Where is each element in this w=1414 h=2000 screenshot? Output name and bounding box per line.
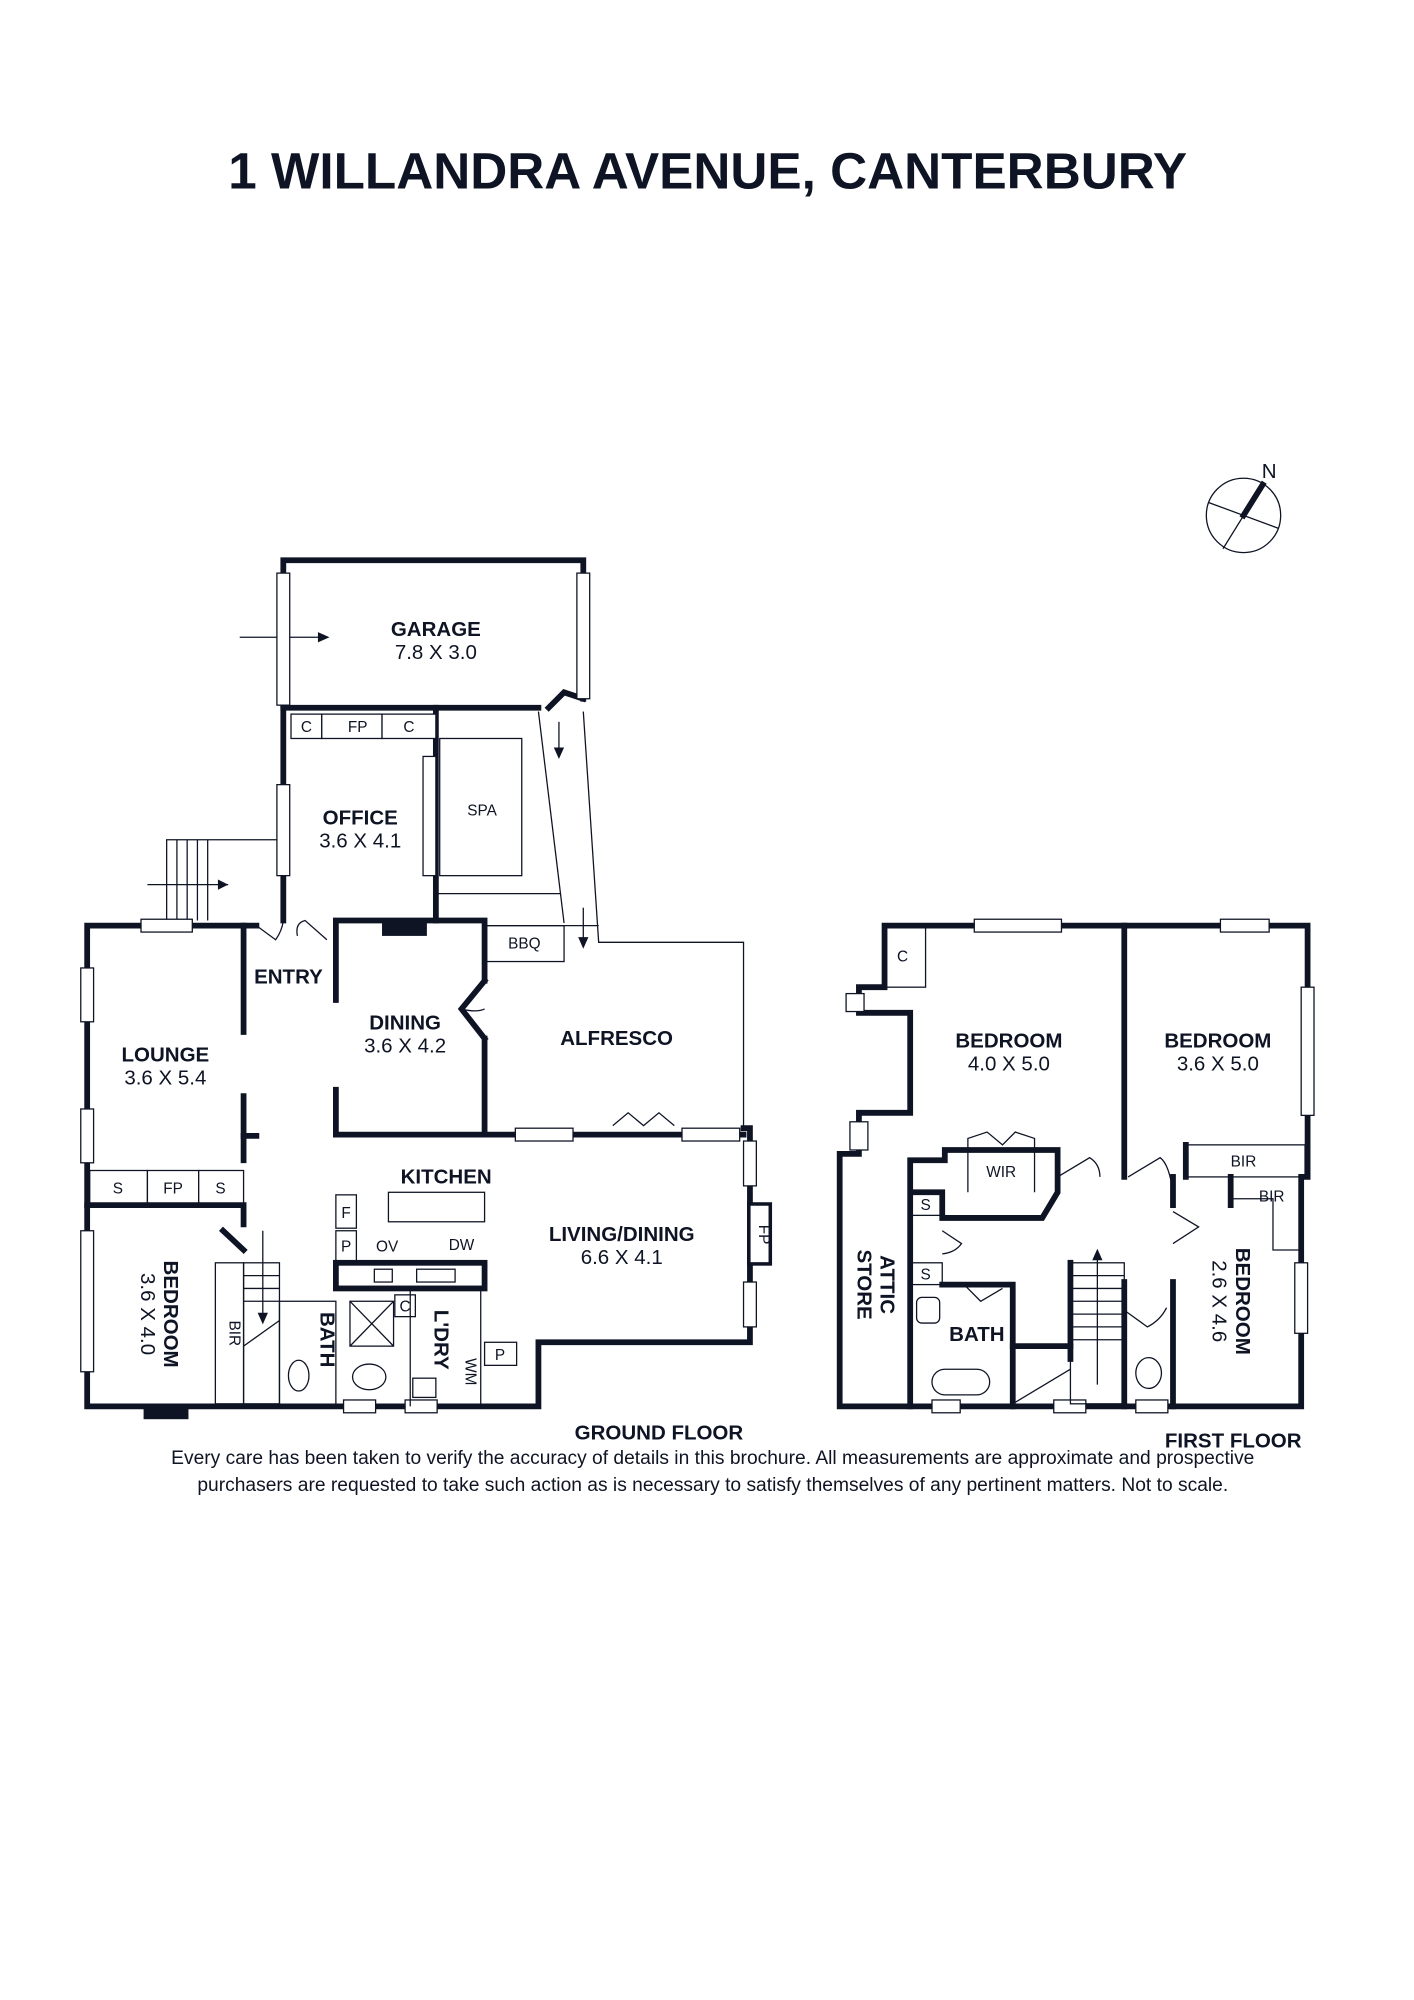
first-floor-fixtures-s-text: S <box>920 1266 930 1283</box>
room-kitchen: KITCHEN <box>401 1165 492 1188</box>
room-lounge: LOUNGE <box>122 1044 210 1067</box>
ground-floor-rooms-bbq-name-text: BBQ <box>508 936 541 953</box>
ground-floor-fixtures-ov-text: OV <box>376 1238 399 1255</box>
north-compass-icon: N <box>1205 460 1282 554</box>
ground-floor-fixtures-p-text: P <box>341 1238 351 1255</box>
ground-floor-rooms-spa-name-text: SPA <box>467 802 497 819</box>
ground-floor-fixtures-c-text: C <box>400 1299 411 1316</box>
kitchen-island <box>387 1191 486 1223</box>
first-floor-fixtures-bir-text: BIR <box>1231 1154 1257 1171</box>
room-bedroom-ground: BEDROOM <box>159 1261 182 1368</box>
ground-floor-rooms-dining-dims-text: 3.6 X 4.2 <box>364 1035 446 1058</box>
ground-floor-rooms-lounge-dims-text: 3.6 X 5.4 <box>124 1067 206 1090</box>
disclaimer-line-1: Every care has been taken to verify the … <box>171 1448 1254 1469</box>
room-bedroom-first-3: BEDROOM <box>1231 1248 1254 1355</box>
room-dining: DINING <box>369 1011 441 1034</box>
spa-outline <box>439 737 523 877</box>
ground-floor-fixtures-c-text: C <box>403 719 414 736</box>
ground-floor-rooms-living-dims-text: 6.6 X 4.1 <box>581 1246 663 1269</box>
first-floor-rooms-attic-name2-text: STORE <box>853 1249 876 1319</box>
first-floor-rooms-bedroom1-dims-text: 4.0 X 5.0 <box>968 1053 1050 1076</box>
room-entry: ENTRY <box>254 965 323 988</box>
ground-floor-fixtures-fp-text: FP <box>163 1181 183 1198</box>
ground-floor-fixtures-fp-text: FP <box>755 1225 772 1245</box>
ground-floor-fixtures-s-text: S <box>113 1181 123 1198</box>
ground-floor-plan: C FP C S FP S BIR F P OV DW <box>80 557 773 1445</box>
first-floor-rooms-wir-name-text: WIR <box>986 1164 1016 1181</box>
external-steps <box>147 839 284 921</box>
room-bedroom-first-1: BEDROOM <box>955 1029 1062 1052</box>
ground-floor-fixtures-fp-text: FP <box>348 719 368 736</box>
first-floor-plan: C WIR BIR BIR S S BATH <box>836 918 1315 1452</box>
ground-floor-fixtures-f-text: F <box>341 1205 350 1222</box>
ground-floor-label: GROUND FLOOR <box>575 1422 744 1445</box>
room-alfresco: ALFRESCO <box>560 1027 673 1050</box>
room-attic-store: ATTIC <box>876 1255 899 1314</box>
first-floor-stairs <box>1012 1248 1128 1410</box>
first-floor-fixtures-s-text: S <box>920 1197 930 1214</box>
ground-floor-rooms-office-dims-text: 3.6 X 4.1 <box>319 829 401 852</box>
room-living-dining: LIVING/DINING <box>549 1223 695 1246</box>
room-office: OFFICE <box>323 806 398 829</box>
ground-floor-fixtures-dw-text: DW <box>449 1237 475 1254</box>
disclaimer-line-2: purchasers are requested to take such ac… <box>197 1475 1228 1496</box>
first-floor-rooms-bedroom3-dims-text: 2.6 X 4.6 <box>1208 1260 1231 1342</box>
ground-floor-fixtures-c-text: C <box>301 719 312 736</box>
first-floor-fixtures-bir-text: BIR <box>1259 1188 1285 1205</box>
ground-floor-fixtures-wm-text: WM <box>461 1358 478 1385</box>
first-floor-label: FIRST FLOOR <box>1165 1429 1302 1452</box>
first-floor-fixtures-c-text: C <box>897 949 908 966</box>
ground-floor-rooms-bedroom-dims-text: 3.6 X 4.0 <box>136 1273 159 1355</box>
room-bath-ground: BATH <box>315 1312 338 1367</box>
lounge-fixture-row: S FP S <box>89 1169 245 1206</box>
room-bath-first: BATH <box>949 1323 1004 1346</box>
ground-floor-rooms-garage-dims-text: 7.8 X 3.0 <box>395 641 477 664</box>
room-laundry: L'DRY <box>430 1310 453 1370</box>
ground-floor-fixtures-s-text: S <box>215 1181 225 1198</box>
ground-fixture-row-top: C FP C <box>290 713 437 740</box>
internal-stairs <box>242 1230 281 1405</box>
room-bedroom-first-2: BEDROOM <box>1164 1029 1271 1052</box>
ground-floor-fixtures-p-text: P <box>495 1347 505 1364</box>
bir-label: BIR <box>225 1320 242 1346</box>
page-title: 1 WILLANDRA AVENUE, CANTERBURY <box>228 143 1187 200</box>
compass-north-label: N <box>1262 460 1277 483</box>
first-floor-rooms-bedroom2-dims-text: 3.6 X 5.0 <box>1177 1053 1259 1076</box>
room-garage: GARAGE <box>391 618 481 641</box>
